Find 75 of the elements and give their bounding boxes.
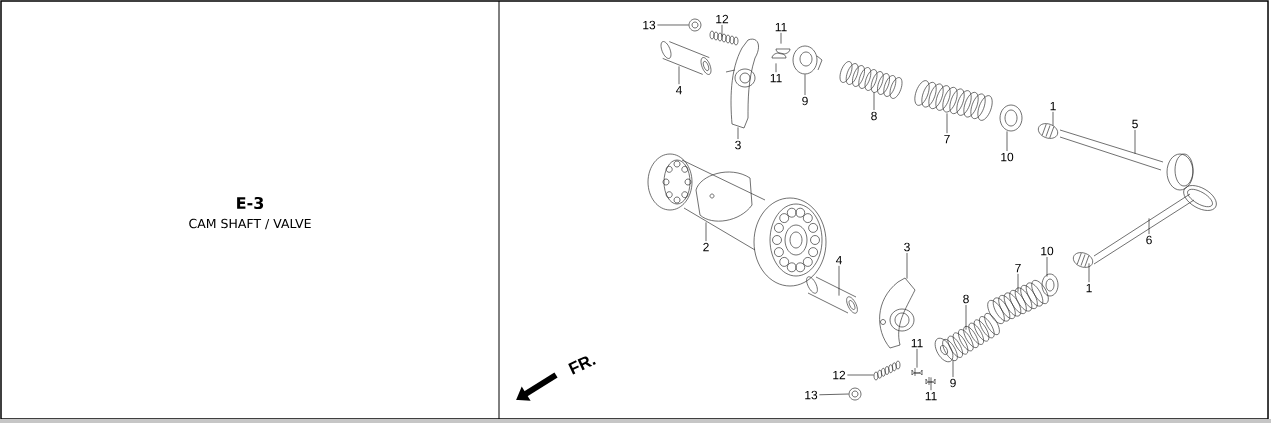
- leader-line: [737, 127, 739, 140]
- spring-drawing: [839, 61, 903, 99]
- callout-number: 7: [944, 134, 950, 144]
- spring-drawing: [987, 280, 1049, 324]
- spring-drawing: [709, 30, 739, 46]
- seal-drawing: [999, 104, 1023, 132]
- leader-line: [1046, 256, 1048, 277]
- leader-line: [952, 360, 954, 378]
- callout-number: 1: [1086, 283, 1092, 293]
- cotter-drawing: [925, 376, 936, 386]
- callout-number: 8: [871, 111, 877, 121]
- cotter-drawing: [775, 48, 791, 55]
- leader-line: [780, 32, 782, 44]
- pin-drawing: [806, 276, 858, 314]
- callout-number: 4: [835, 255, 842, 265]
- spring-drawing: [873, 360, 901, 381]
- leader-line: [916, 348, 918, 368]
- leader-line: [873, 92, 875, 111]
- callout-number: 13: [643, 20, 656, 30]
- callout-number: 12: [833, 370, 846, 380]
- leader-line: [1148, 218, 1150, 235]
- retainer-drawing: [792, 45, 823, 75]
- leader-line: [721, 24, 723, 37]
- callout-number: 12: [716, 14, 729, 24]
- rocker-arm-drawing: [725, 38, 759, 129]
- valve-cap-drawing: [1072, 252, 1094, 268]
- spring-drawing: [942, 312, 1000, 362]
- callout-number: 13: [805, 390, 818, 400]
- leader-line: [1088, 263, 1090, 283]
- leader-line: [775, 63, 777, 73]
- leader-line: [906, 252, 908, 279]
- callout-number: 3: [904, 242, 910, 252]
- leader-line: [705, 222, 707, 242]
- valve-cap-drawing: [1037, 123, 1059, 139]
- leader-line: [838, 265, 840, 296]
- callout-number: 1: [1050, 101, 1056, 111]
- cotter-drawing: [771, 52, 787, 59]
- leader-line: [819, 393, 849, 396]
- nut-drawing: [688, 18, 702, 32]
- seal-drawing: [1041, 273, 1059, 297]
- title: E-3: [237, 196, 264, 210]
- callout-number: 11: [911, 338, 923, 348]
- leader-line: [1006, 131, 1008, 152]
- nut-drawing: [848, 387, 862, 401]
- callout-number: 8: [963, 294, 969, 304]
- callout-number: 11: [775, 22, 787, 32]
- callout-number: 10: [1041, 246, 1054, 256]
- callout-number: 11: [925, 391, 937, 401]
- camshaft-drawing: [647, 153, 827, 287]
- callout-number: 11: [770, 73, 782, 83]
- leader-line: [965, 304, 967, 330]
- leader-line: [657, 24, 689, 26]
- leader-line: [804, 74, 806, 96]
- retainer-drawing: [934, 337, 954, 363]
- caption: CAM SHAFT / VALVE: [189, 218, 311, 230]
- pin-drawing: [660, 41, 712, 75]
- spring-drawing: [914, 80, 993, 121]
- leader-line: [1052, 111, 1054, 126]
- leader-line: [847, 374, 874, 376]
- callout-number: 4: [675, 85, 682, 95]
- cotter-drawing: [911, 367, 923, 377]
- callout-number: 9: [950, 378, 956, 388]
- valve-drawing: [1093, 185, 1217, 265]
- direction-label: FR.: [568, 356, 596, 375]
- callout-number: 3: [735, 140, 741, 150]
- callout-number: 5: [1132, 119, 1138, 129]
- callout-number: 10: [1001, 152, 1014, 162]
- leader-line: [946, 113, 948, 134]
- callout-number: 7: [1015, 263, 1021, 273]
- leader-line: [678, 66, 680, 85]
- callout-number: 9: [802, 96, 808, 106]
- valve-drawing: [1059, 129, 1194, 191]
- leader-line: [1134, 129, 1136, 154]
- leader-line: [930, 377, 932, 391]
- leader-line: [1017, 273, 1019, 292]
